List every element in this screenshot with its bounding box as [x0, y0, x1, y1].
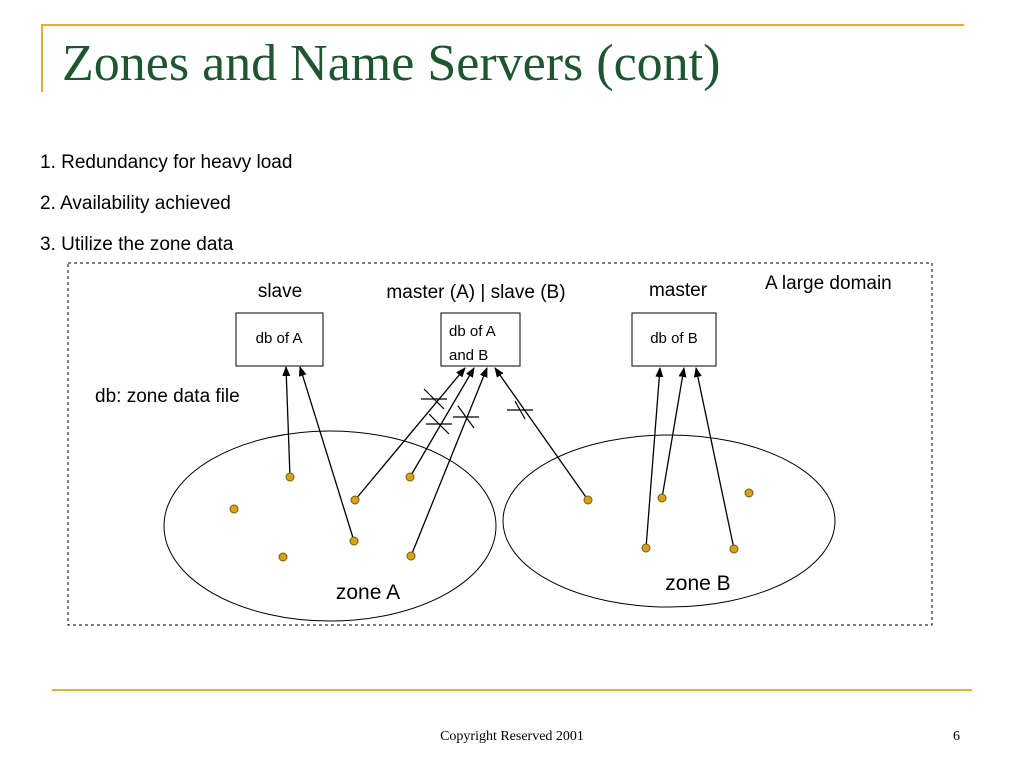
- query-arrow: [494, 367, 589, 501]
- zone-a-label: zone A: [336, 581, 400, 604]
- zone-a-ellipse: [163, 430, 497, 622]
- query-arrow: [693, 367, 735, 550]
- db-box-b: [631, 312, 717, 367]
- zone-b-ellipse: [502, 434, 836, 608]
- slide-title: Zones and Name Servers (cont): [62, 35, 721, 92]
- left-rule: [41, 24, 43, 92]
- query-arrow: [410, 367, 488, 557]
- server-role-master-slave: master (A) | slave (B): [386, 282, 565, 303]
- query-arrow: [354, 367, 466, 501]
- db-note: db: zone data file: [95, 386, 240, 407]
- bullet-list: 1. Redundancy for heavy load 2. Availabi…: [40, 142, 292, 265]
- db-box-ab-line1: db of A: [449, 323, 496, 340]
- bullet-item: 2. Availability achieved: [40, 193, 231, 214]
- query-arrow: [645, 367, 664, 549]
- bullet-item: 1. Redundancy for heavy load: [40, 152, 293, 173]
- db-box-b-label: db of B: [650, 330, 698, 347]
- footer-copyright: Copyright Reserved 2001: [440, 729, 584, 744]
- domain-boundary: [67, 262, 933, 626]
- host-node: [729, 544, 739, 554]
- blocked-mark: [428, 413, 450, 435]
- host-node: [641, 543, 651, 553]
- bullet-item: 3. Utilize the zone data: [40, 234, 234, 255]
- db-box-a: [235, 312, 324, 367]
- db-box-ab-line2: and B: [449, 347, 488, 364]
- query-arrow: [661, 367, 687, 499]
- page-number: 6: [953, 729, 960, 744]
- host-node: [583, 495, 593, 505]
- domain-label: A large domain: [765, 273, 892, 294]
- db-box-a-label: db of A: [256, 330, 303, 347]
- blocked-mark: [457, 405, 475, 429]
- blocked-mark: [423, 388, 445, 410]
- zone-b-label: zone B: [665, 572, 730, 595]
- host-node: [657, 493, 667, 503]
- host-node: [278, 552, 288, 562]
- footer-rule: [52, 689, 972, 691]
- host-node: [744, 488, 754, 498]
- query-arrow: [409, 367, 475, 478]
- server-role-master: master: [649, 280, 708, 301]
- top-rule: [41, 24, 964, 26]
- host-node: [229, 504, 239, 514]
- blocked-mark: [514, 400, 526, 420]
- host-node: [285, 472, 295, 482]
- host-node: [406, 551, 416, 561]
- query-arrow: [298, 366, 355, 542]
- server-role-slave: slave: [258, 281, 302, 302]
- host-node: [349, 536, 359, 546]
- query-arrow: [282, 366, 291, 478]
- db-box-ab: [440, 312, 521, 367]
- host-node: [350, 495, 360, 505]
- host-node: [405, 472, 415, 482]
